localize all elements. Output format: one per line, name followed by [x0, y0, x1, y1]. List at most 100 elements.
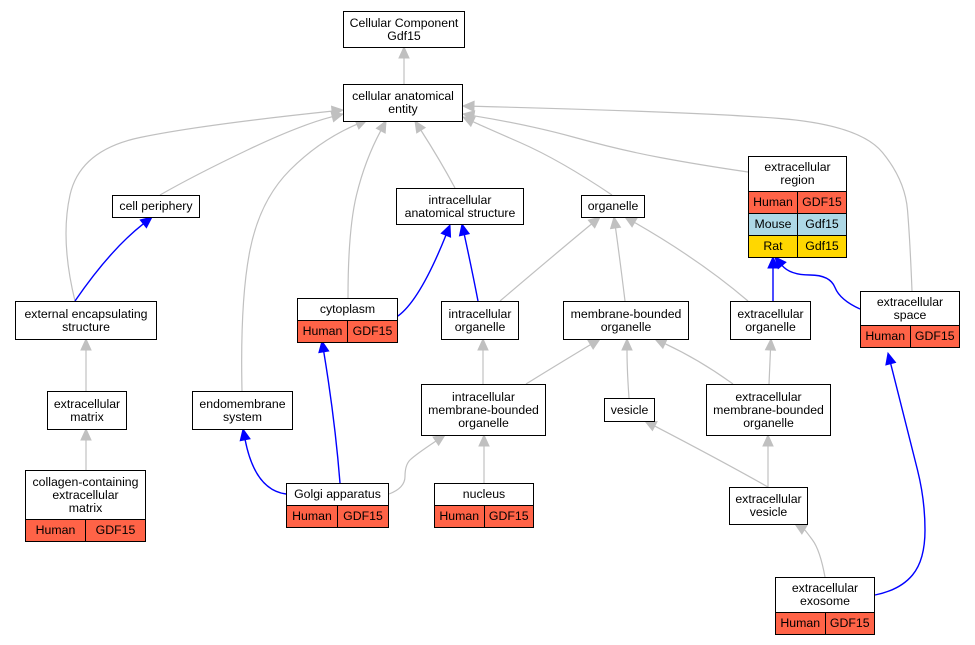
edge-endo-to-cae [241, 119, 369, 392]
edge-exo-to-ecv [793, 523, 826, 578]
edge-line [781, 264, 861, 310]
node-title: organelle [587, 199, 639, 213]
edge-line [397, 234, 447, 317]
arrowhead-icon [414, 119, 427, 134]
arrowhead-icon [885, 351, 897, 366]
edge-cell-periphery-to-cae [159, 111, 345, 196]
edge-line [244, 439, 287, 495]
arrowhead-icon [318, 339, 330, 354]
edge-line [323, 351, 341, 484]
gene-cell: GDF15 [347, 321, 397, 342]
edge-line [654, 425, 769, 488]
node-ias[interactable]: intracellular anatomical structure [396, 188, 524, 225]
arrowhead-icon [139, 216, 153, 229]
arrowhead-icon [653, 338, 668, 350]
arrowhead-icon [432, 434, 447, 447]
edge-imbo-to-mbo [525, 338, 602, 385]
node-ecv[interactable]: extracellular vesicle [729, 487, 808, 525]
edge-line [420, 129, 456, 189]
arrowhead-icon [398, 45, 410, 59]
node-title: Golgi apparatus [294, 487, 381, 501]
node-organelle[interactable]: organelle [581, 195, 645, 218]
edge-eco-to-organelle [623, 216, 749, 302]
arrowhead-icon [330, 105, 345, 117]
node-title: cellular anatomical entity [352, 89, 454, 116]
node-vesicle[interactable]: vesicle [604, 398, 655, 422]
edge-ecs-to-cae [461, 100, 913, 292]
node-cae[interactable]: cellular anatomical entity [343, 84, 463, 122]
node-title: collagen-containing extracellular matrix [32, 474, 139, 515]
edge-ecr-to-cae [461, 110, 749, 173]
gene-cell: GDF15 [909, 326, 960, 347]
species-cell: Human [439, 509, 480, 523]
species-cell: Mouse [754, 217, 792, 231]
node-endo[interactable]: endomembrane system [192, 391, 293, 430]
arrowhead-icon [461, 100, 475, 113]
edge-line [614, 227, 626, 302]
gene-cell: GDF15 [797, 192, 846, 213]
node-eco[interactable]: extracellular organelle [730, 301, 811, 340]
gene-cell: GDF15 [337, 506, 388, 527]
edge-cae-to-root [398, 45, 410, 84]
node-mbo[interactable]: membrane-bounded organelle [563, 301, 689, 340]
edge-golgi-to-endo [239, 427, 287, 495]
arrowhead-icon [477, 337, 489, 351]
node-title: cytoplasm [319, 302, 376, 316]
node-title: intracellular organelle [448, 306, 512, 334]
edge-line [159, 116, 333, 196]
edge-line [525, 344, 591, 385]
arrowhead-icon [762, 433, 774, 447]
edge-ccecm-to-ecm [80, 427, 92, 470]
node-title: vesicle [610, 402, 649, 417]
gene-cell: Gdf15 [797, 236, 846, 257]
edge-ecm-to-ees [80, 337, 92, 391]
edge-line [874, 363, 926, 596]
edge-mbo-to-organelle [609, 215, 626, 302]
node-ccecm[interactable]: collagen-containing extracellular matrix… [25, 470, 146, 542]
edge-ees-to-cell-periphery [74, 216, 153, 302]
arrowhead-icon [440, 223, 452, 238]
node-title: nucleus [462, 487, 506, 501]
edge-eco-to-ecr [767, 255, 779, 301]
edge-line [499, 223, 592, 302]
node-title: membrane-bounded organelle [570, 306, 682, 334]
edge-ias-to-cae [414, 119, 456, 189]
edge-line [664, 343, 734, 385]
edge-io-to-ias [458, 222, 479, 302]
node-cell-periphery[interactable]: cell periphery [112, 195, 200, 218]
arrowhead-icon [793, 523, 808, 535]
node-title: extracellular space [876, 294, 944, 322]
arrowhead-icon [621, 337, 633, 351]
edge-line [74, 223, 144, 302]
node-root[interactable]: Cellular Component Gdf15 [343, 11, 465, 48]
node-title: extracellular region [764, 160, 831, 187]
node-title: extracellular vesicle [735, 492, 802, 519]
node-io[interactable]: intracellular organelle [441, 301, 519, 340]
node-title: extracellular membrane-bounded organelle [713, 389, 824, 430]
node-ees[interactable]: external encapsulating structure [15, 301, 157, 340]
node-title: external encapsulating structure [24, 306, 148, 334]
node-imbo[interactable]: intracellular membrane-bounded organelle [421, 384, 546, 436]
node-title: cell periphery [119, 199, 193, 213]
edge-line [388, 440, 437, 495]
edge-embo-to-eco [764, 337, 777, 385]
node-ecm[interactable]: extracellular matrix [47, 391, 127, 430]
node-embo[interactable]: extracellular membrane-bounded organelle [706, 384, 831, 436]
edge-line [473, 115, 749, 173]
species-cell: Human [780, 616, 821, 630]
edge-ecs-to-ecr [774, 256, 861, 310]
edge-ecv-to-embo [762, 433, 774, 487]
